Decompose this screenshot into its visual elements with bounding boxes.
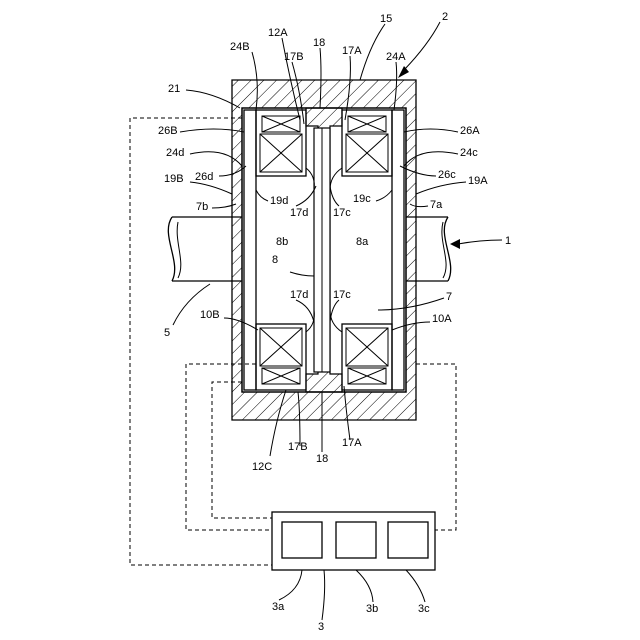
label-17d-bottom: 17d <box>290 289 308 301</box>
label-2: 2 <box>442 11 448 23</box>
label-24d: 24d <box>166 147 184 159</box>
label-24c: 24c <box>460 147 478 159</box>
label-3: 3 <box>318 621 324 633</box>
label-24b: 24B <box>230 41 250 53</box>
side-plate-left <box>244 110 256 390</box>
label-17c-top: 17c <box>333 207 351 219</box>
label-18-bottom: 18 <box>316 453 328 465</box>
label-10a: 10A <box>432 313 452 325</box>
coil-bottom-left <box>256 324 306 390</box>
label-19d: 19d <box>270 195 288 207</box>
coil-top-right <box>342 110 392 176</box>
label-12c: 12C <box>252 461 272 473</box>
controller-box <box>272 512 435 570</box>
label-26c: 26c <box>438 169 456 181</box>
label-17a-top: 17A <box>342 45 362 57</box>
label-17c-bottom: 17c <box>333 289 351 301</box>
side-plate-right <box>392 110 404 390</box>
label-17b-top: 17B <box>284 51 304 63</box>
label-17a-bottom: 17A <box>342 437 362 449</box>
label-3b: 3b <box>366 603 378 615</box>
coil-bottom-right <box>342 324 392 390</box>
label-19a: 19A <box>468 175 488 187</box>
label-7b: 7b <box>196 201 208 213</box>
label-8a: 8a <box>356 236 369 248</box>
label-10b: 10B <box>200 309 220 321</box>
label-3c: 3c <box>418 603 430 615</box>
label-26a: 26A <box>460 125 480 137</box>
label-3a: 3a <box>272 601 285 613</box>
label-7a: 7a <box>430 199 443 211</box>
label-19b: 19B <box>164 173 184 185</box>
label-26d: 26d <box>195 171 213 183</box>
shaft-left <box>168 217 242 281</box>
control-line-right <box>416 364 456 530</box>
label-8b: 8b <box>276 236 288 248</box>
label-19c: 19c <box>353 193 371 205</box>
coil-top-left <box>256 110 306 176</box>
label-7: 7 <box>446 291 452 303</box>
label-8: 8 <box>272 254 278 266</box>
control-line-inner <box>186 364 272 530</box>
label-15: 15 <box>380 13 392 25</box>
label-5: 5 <box>164 327 170 339</box>
label-21: 21 <box>168 83 180 95</box>
label-17d-top: 17d <box>290 207 308 219</box>
label-24a: 24A <box>386 51 406 63</box>
label-1: 1 <box>505 235 511 247</box>
label-26b: 26B <box>158 125 178 137</box>
label-12a: 12A <box>268 27 288 39</box>
label-18-top: 18 <box>313 37 325 49</box>
control-line-left <box>130 118 272 565</box>
label-17b-bottom: 17B <box>288 441 308 453</box>
